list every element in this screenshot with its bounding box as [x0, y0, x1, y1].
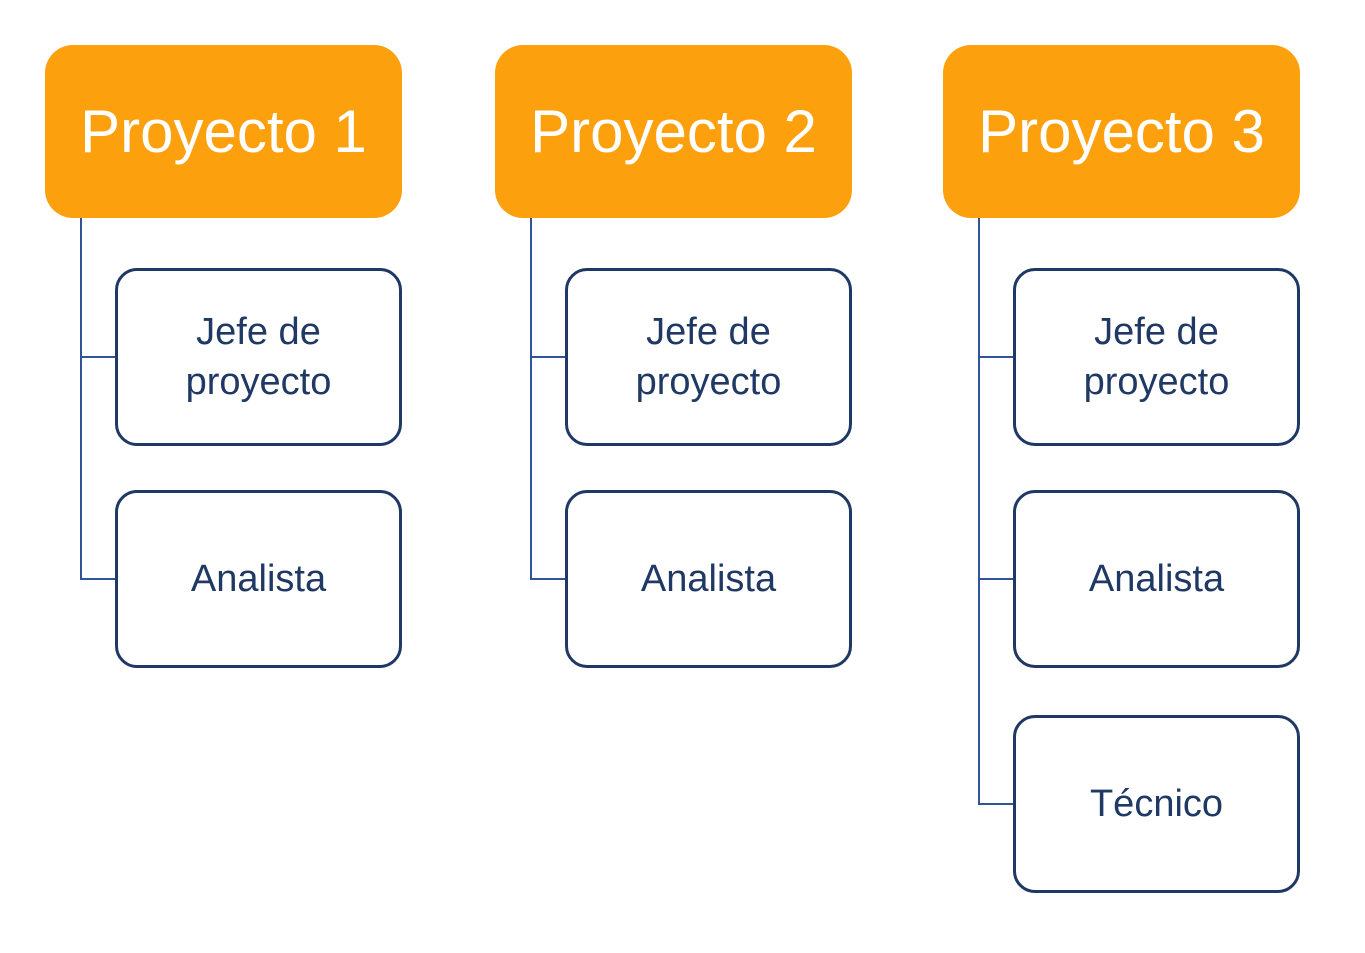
role-node-tecnico: Técnico: [1013, 715, 1300, 893]
connector-vertical-line: [530, 218, 532, 579]
connector-elbow-line: [530, 356, 567, 358]
role-node-jefe-de-proyecto: Jefe de proyecto: [565, 268, 852, 446]
project-1-title: Proyecto 1: [80, 97, 367, 165]
project-3-title: Proyecto 3: [978, 97, 1265, 165]
project-column-2: Proyecto 2 Jefe de proyecto Analista: [495, 0, 852, 953]
role-node-analista: Analista: [565, 490, 852, 668]
role-node-label: Jefe de proyecto: [635, 310, 782, 403]
role-node-label: Analista: [1088, 557, 1225, 600]
connector-elbow-line: [978, 578, 1015, 580]
role-node-label: Técnico: [1089, 782, 1224, 825]
connector-elbow-line: [530, 578, 567, 580]
project-2-header-box: Proyecto 2: [495, 45, 852, 218]
project-column-3: Proyecto 3 Jefe de proyecto Analista Téc…: [943, 0, 1300, 953]
role-node-jefe-de-proyecto: Jefe de proyecto: [115, 268, 402, 446]
connector-elbow-line: [80, 356, 117, 358]
role-node-label: Analista: [190, 557, 327, 600]
connector-elbow-line: [978, 356, 1015, 358]
project-1-header-box: Proyecto 1: [45, 45, 402, 218]
connector-elbow-line: [978, 803, 1015, 805]
connector-vertical-line: [978, 218, 980, 805]
project-column-1: Proyecto 1 Jefe de proyecto Analista: [45, 0, 402, 953]
role-node-label: Jefe de proyecto: [185, 310, 332, 403]
role-node-analista: Analista: [115, 490, 402, 668]
project-2-title: Proyecto 2: [530, 97, 817, 165]
role-node-label: Analista: [640, 557, 777, 600]
role-node-analista: Analista: [1013, 490, 1300, 668]
project-3-header-box: Proyecto 3: [943, 45, 1300, 218]
role-node-label: Jefe de proyecto: [1083, 310, 1230, 403]
connector-vertical-line: [80, 218, 82, 579]
role-node-jefe-de-proyecto: Jefe de proyecto: [1013, 268, 1300, 446]
connector-elbow-line: [80, 578, 117, 580]
